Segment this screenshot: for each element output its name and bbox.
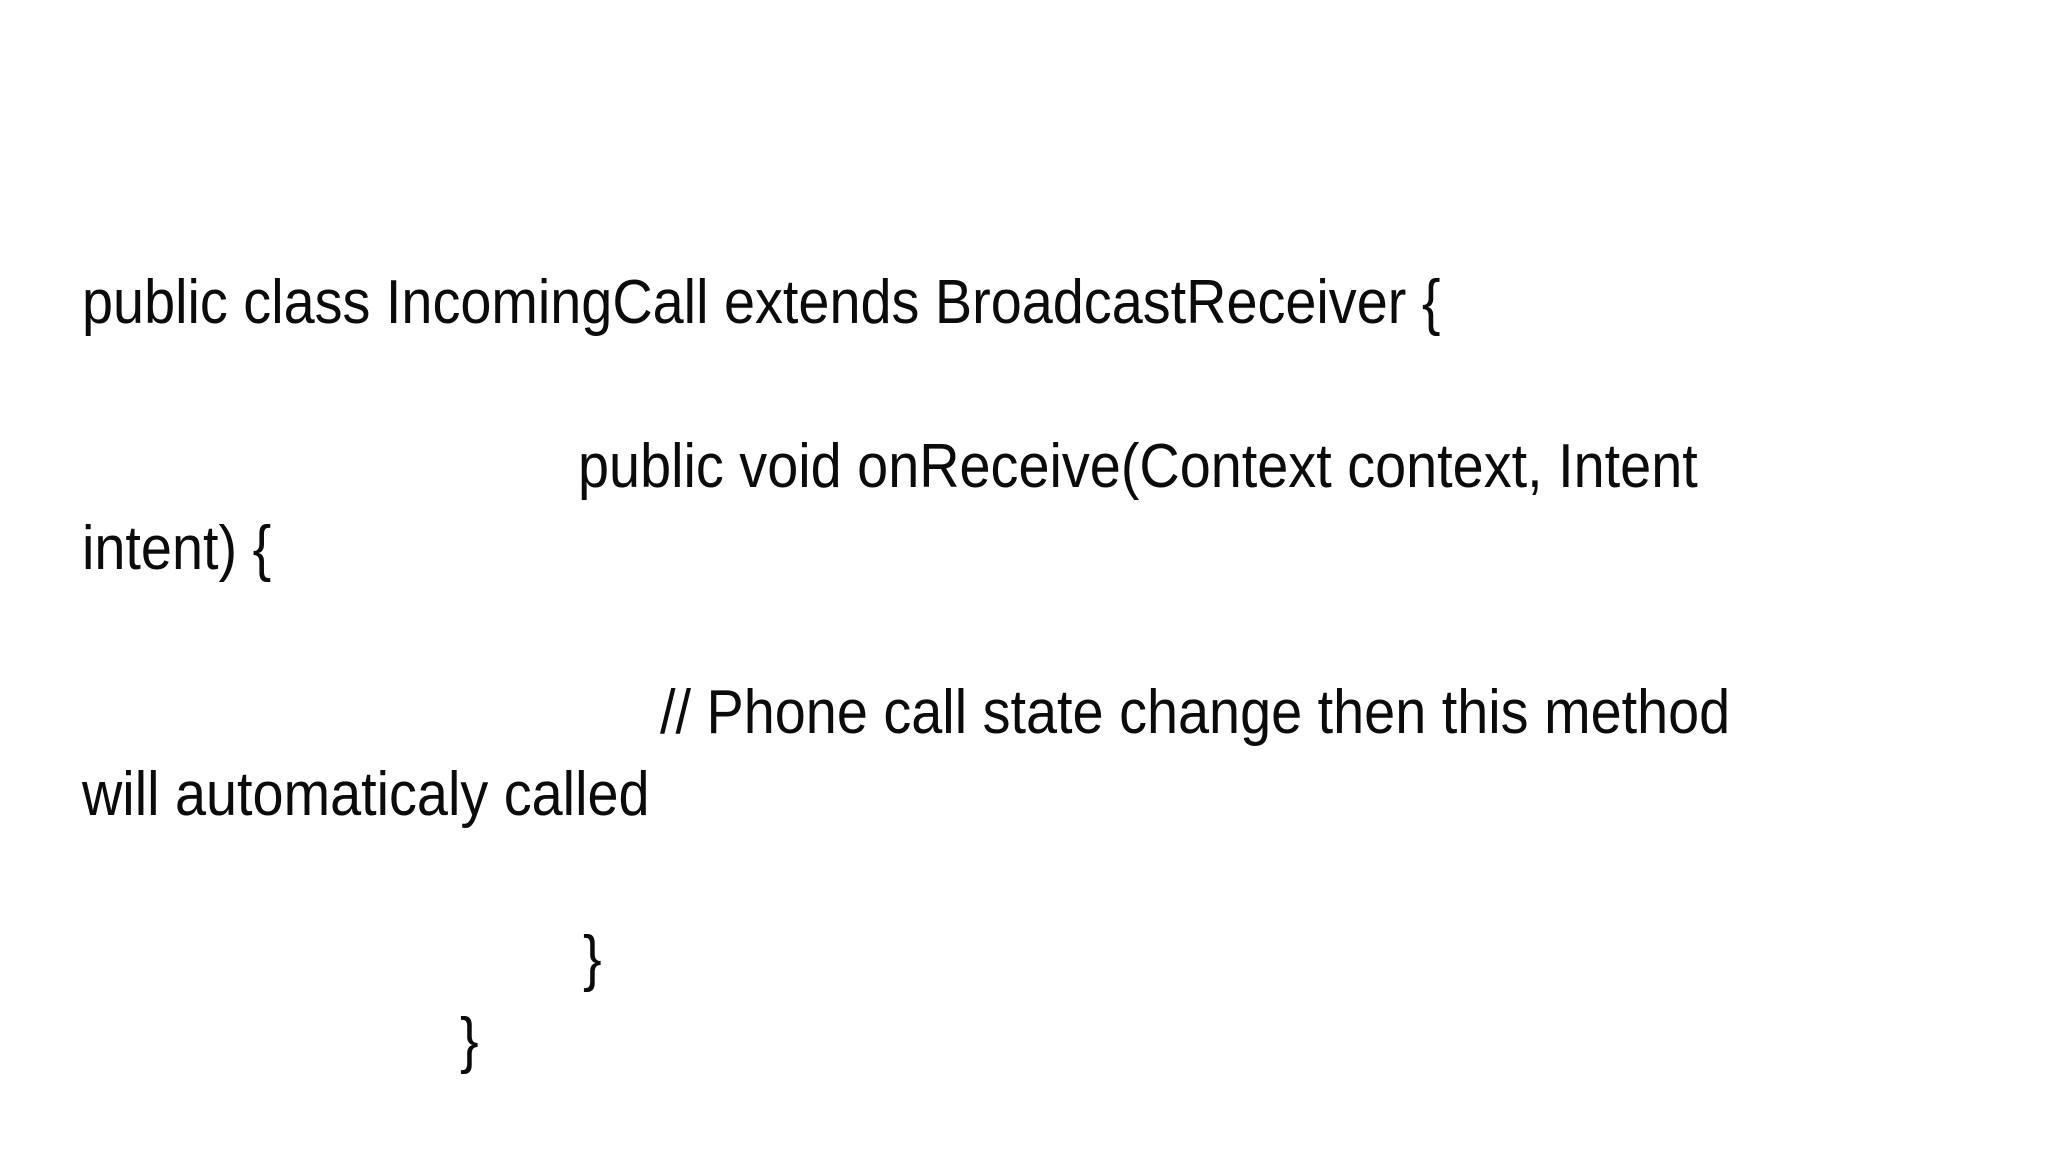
code-line: }	[82, 918, 2008, 1000]
code-line: }	[82, 1000, 2008, 1082]
code-blank-line	[82, 344, 2008, 426]
code-line-text: // Phone call state change then this met…	[660, 678, 1731, 747]
code-blank-line	[82, 836, 2008, 918]
code-blank-line	[82, 590, 2008, 672]
code-line-text: }	[583, 924, 602, 993]
code-line-text: public void onReceive(Context context, I…	[578, 432, 1698, 501]
code-line: public class IncomingCall extends Broadc…	[82, 262, 2008, 344]
code-line: will automaticaly called	[82, 754, 2008, 836]
code-line-text: will automaticaly called	[82, 760, 650, 829]
code-line-text: }	[460, 1006, 479, 1075]
code-line-text: public class IncomingCall extends Broadc…	[82, 268, 1441, 337]
code-block: public class IncomingCall extends Broadc…	[82, 262, 2008, 1082]
code-line: intent) {	[82, 508, 2008, 590]
code-line: public void onReceive(Context context, I…	[82, 426, 2008, 508]
code-line-text: intent) {	[82, 514, 272, 583]
code-line: // Phone call state change then this met…	[82, 672, 2008, 754]
